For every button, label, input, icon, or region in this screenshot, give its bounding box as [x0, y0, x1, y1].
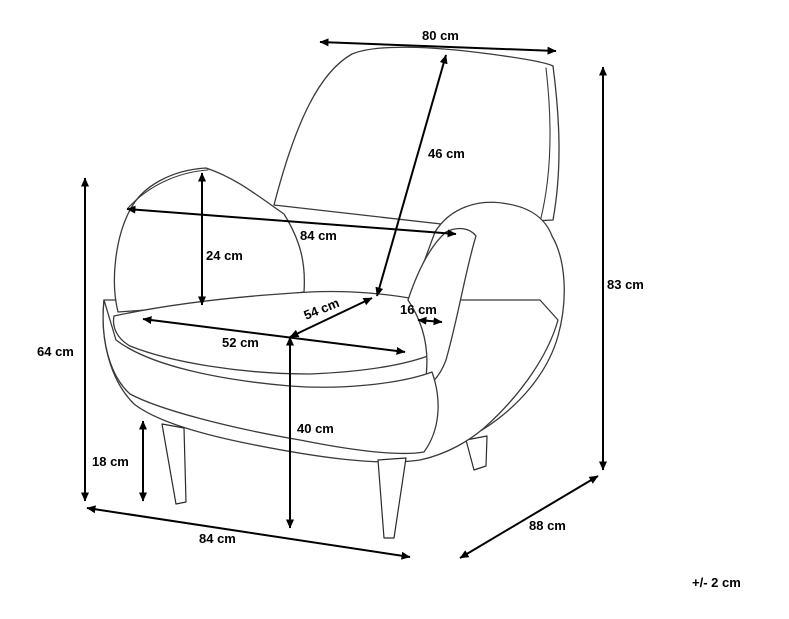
seat-width-line	[142, 316, 406, 355]
back-right-leg	[465, 435, 488, 471]
front-panel	[102, 299, 439, 455]
tolerance-note: +/- 2 cm	[692, 575, 741, 590]
left-arm-top-edge	[127, 169, 209, 209]
leg-height-label: 18 cm	[92, 454, 129, 469]
dimension-labels: 80 cm 46 cm 84 cm 24 cm 54 cm 16 cm 52 c…	[37, 28, 644, 546]
back-width-label: 80 cm	[422, 28, 459, 43]
armchair-illustration	[102, 46, 565, 539]
total-width-line	[86, 505, 411, 560]
front-right-leg	[377, 457, 407, 539]
front-left-leg	[161, 423, 187, 505]
left-arm	[113, 167, 306, 313]
arm-width-line	[126, 205, 457, 238]
total-height-label: 83 cm	[607, 277, 644, 292]
back-height-label: 46 cm	[428, 146, 465, 161]
seat-width-label: 52 cm	[222, 335, 259, 350]
backrest	[273, 46, 560, 226]
back-height-line	[375, 54, 448, 297]
total-width-label: 84 cm	[199, 531, 236, 546]
back-width-line	[319, 38, 557, 55]
dimension-lines	[81, 38, 607, 560]
arm-thickness-label: 16 cm	[400, 302, 437, 317]
total-depth-label: 88 cm	[529, 518, 566, 533]
arm-thickness-line	[417, 316, 443, 326]
arm-floor-height-label: 64 cm	[37, 344, 74, 359]
backrest-edge	[539, 67, 551, 223]
arm-width-label: 84 cm	[300, 228, 337, 243]
seat-height-label: 40 cm	[297, 421, 334, 436]
arm-height-label: 24 cm	[206, 248, 243, 263]
total-depth-line	[459, 475, 599, 559]
